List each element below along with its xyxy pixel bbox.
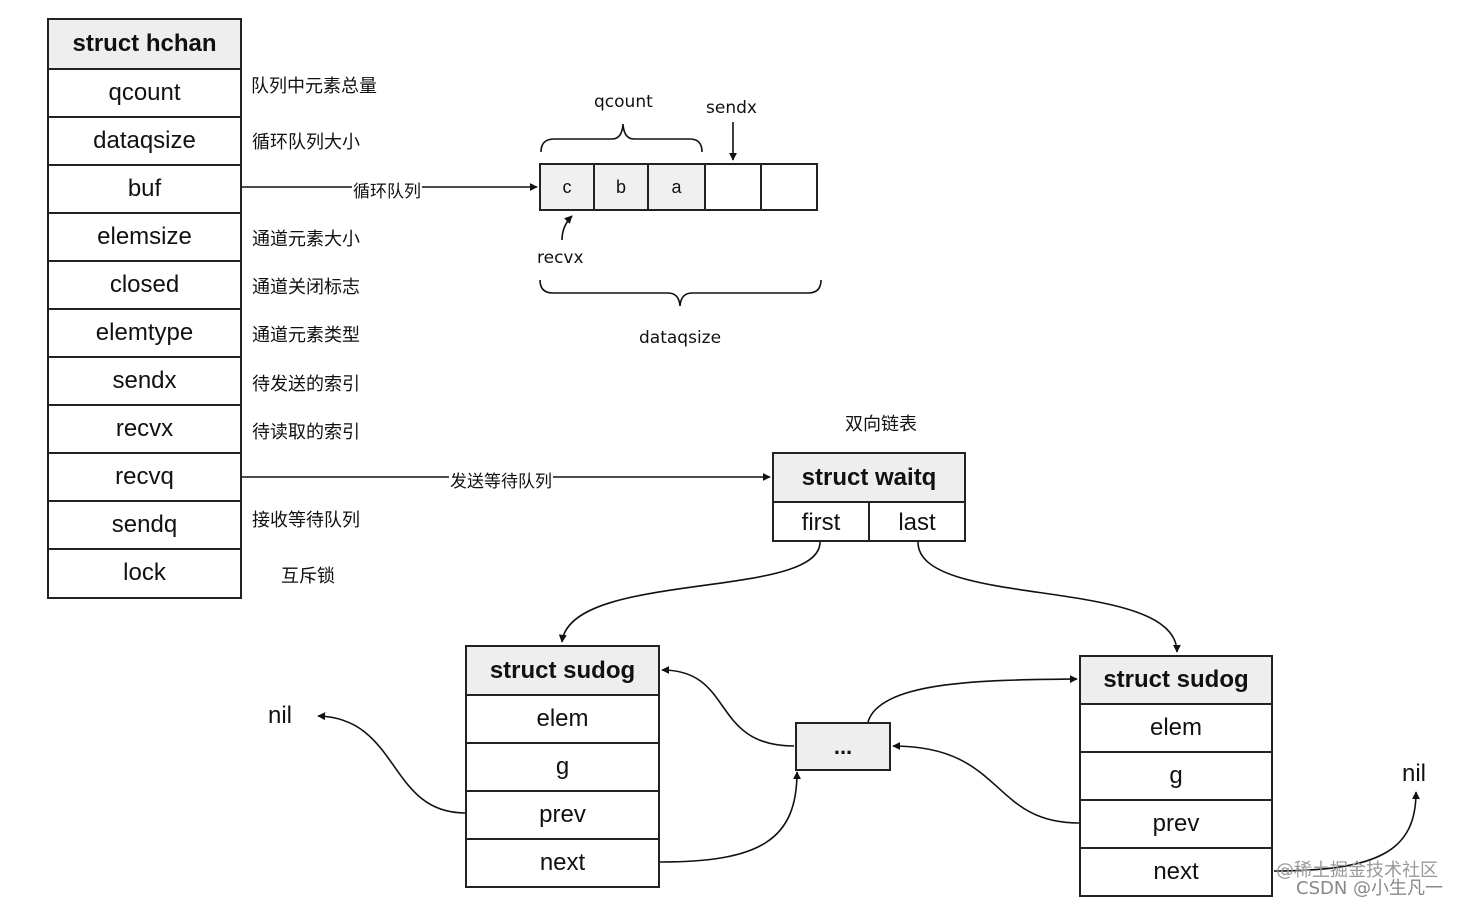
buf-arrow-label: 循环队列 [352, 177, 422, 202]
hchan-struct: struct hchan qcount dataqsize buf elemsi… [47, 18, 242, 599]
sudog-left-elem: elem [467, 694, 658, 742]
hchan-field-lock: lock [49, 548, 240, 596]
waitq-title: struct waitq [774, 454, 964, 501]
sudog-right-g: g [1081, 751, 1271, 799]
ellipsis-to-right-arrow [867, 675, 1078, 723]
qcount-label: qcount [594, 92, 653, 112]
sudog-right: struct sudog elem g prev next [1079, 655, 1273, 897]
note-sendx: 待发送的索引 [252, 374, 360, 395]
note-recvx: 待读取的索引 [252, 422, 360, 443]
sudog-right-elem: elem [1081, 703, 1271, 751]
buffer-cell-1: b [593, 163, 649, 211]
ellipsis-to-left-arrow [661, 666, 795, 747]
hchan-title: struct hchan [49, 20, 240, 68]
note-closed: 通道关闭标志 [252, 277, 360, 298]
right-next-arrow [1273, 791, 1420, 872]
waitq-struct: struct waitq first last [772, 452, 966, 542]
ellipsis-node: ... [795, 722, 891, 771]
note-elemtype: 通道元素类型 [252, 325, 360, 346]
note-qcount: 队列中元素总量 [251, 76, 377, 97]
hchan-field-sendq: sendq [49, 500, 240, 548]
sudog-left-title: struct sudog [467, 647, 658, 694]
buffer-cell-0: c [539, 163, 595, 211]
sudog-left: struct sudog elem g prev next [465, 645, 660, 888]
recvq-arrow-label: 发送等待队列 [449, 467, 553, 492]
sudog-left-prev: prev [467, 790, 658, 838]
nil-right: nil [1402, 760, 1427, 787]
right-prev-arrow [892, 742, 1080, 824]
buffer-cell-2: a [647, 163, 706, 211]
waitq-last: last [898, 508, 936, 536]
left-prev-arrow [317, 712, 466, 814]
hchan-field-recvx: recvx [49, 404, 240, 452]
hchan-field-sendx: sendx [49, 356, 240, 404]
qcount-brace [540, 123, 703, 153]
note-sendq: 接收等待队列 [252, 510, 360, 531]
waitq-first: first [774, 503, 870, 542]
hchan-field-dataqsize: dataqsize [49, 116, 240, 164]
left-next-arrow [659, 771, 801, 863]
sudog-right-prev: prev [1081, 799, 1271, 847]
waitq-pointers: first last [774, 501, 964, 542]
recvx-arrow [561, 215, 573, 241]
watermark-csdn: CSDN @小生凡一 [1296, 878, 1444, 899]
first-arrow [558, 541, 821, 643]
sudog-left-g: g [467, 742, 658, 790]
last-arrow [917, 541, 1181, 653]
sudog-right-next: next [1081, 847, 1271, 895]
hchan-field-elemsize: elemsize [49, 212, 240, 260]
buffer-cell-4 [760, 163, 818, 211]
note-dataqsize: 循环队列大小 [252, 132, 360, 153]
hchan-field-buf: buf [49, 164, 240, 212]
hchan-field-closed: closed [49, 260, 240, 308]
sudog-right-title: struct sudog [1081, 657, 1271, 703]
dataqsize-label: dataqsize [639, 328, 722, 348]
sendx-label: sendx [706, 98, 757, 118]
hchan-field-recvq: recvq [49, 452, 240, 500]
hchan-field-elemtype: elemtype [49, 308, 240, 356]
waitq-caption: 双向链表 [845, 414, 917, 435]
hchan-field-qcount: qcount [49, 68, 240, 116]
note-elemsize: 通道元素大小 [252, 229, 360, 250]
sudog-left-next: next [467, 838, 658, 886]
dataqsize-brace [539, 279, 822, 307]
note-lock: 互斥锁 [281, 566, 335, 587]
buffer-cell-3 [704, 163, 762, 211]
watermark-juejin: @稀土掘金技术社区 [1276, 860, 1438, 881]
nil-left: nil [268, 702, 293, 729]
recvx-label: recvx [537, 248, 584, 268]
